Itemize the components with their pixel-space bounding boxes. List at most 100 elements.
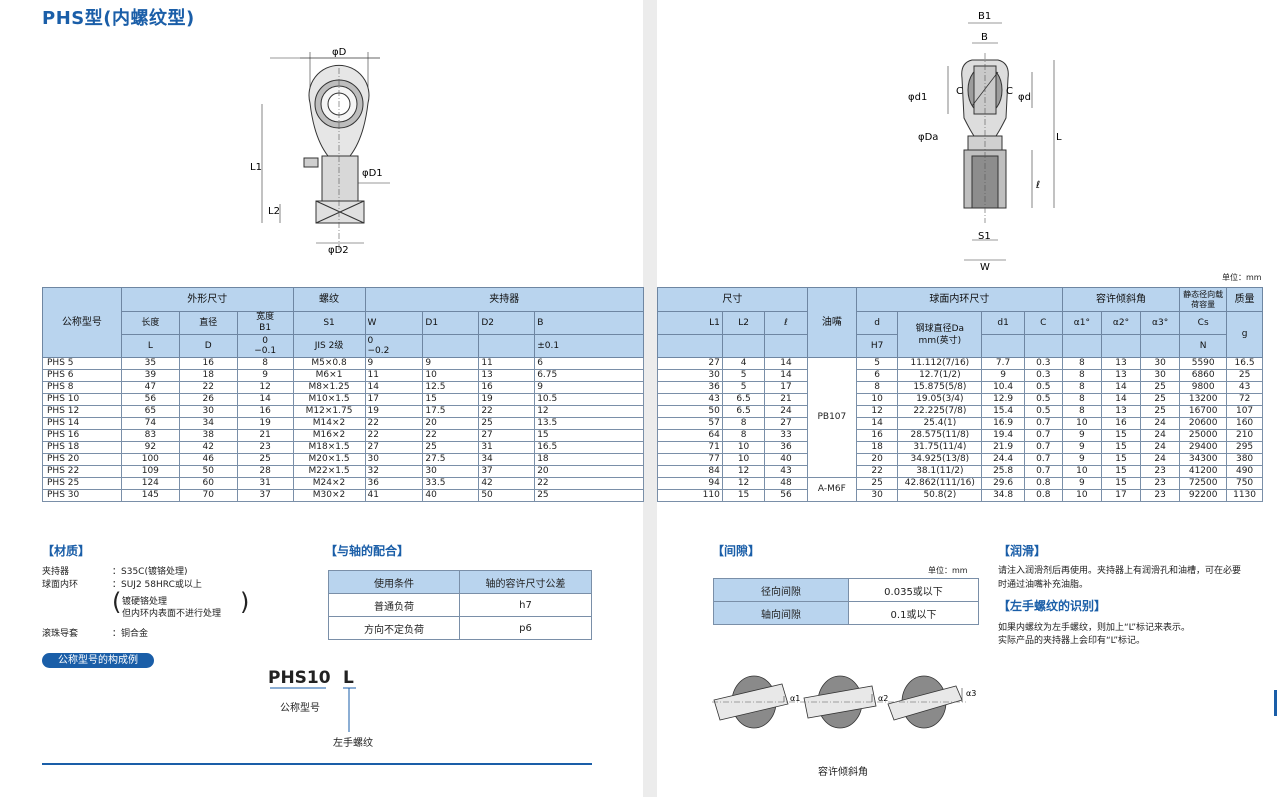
cell-d: 6 [855, 369, 899, 382]
col-width-sym: B1 [259, 323, 272, 333]
cell-c: 0.7 [1023, 465, 1063, 478]
unit-label: 单位：mm [1222, 273, 1262, 282]
cell-cs: 29400 [1179, 441, 1228, 454]
cell-w: 14 [364, 381, 424, 394]
cell-a1: 8 [1061, 405, 1102, 418]
cell-s1: M16×2 [292, 429, 366, 442]
cell-g: 16.5 [1226, 357, 1263, 370]
bottom-rule [42, 763, 592, 765]
col-outer: 外形尺寸 [120, 287, 294, 312]
cell-c: 0.7 [1023, 417, 1063, 430]
clearance-unit: 单位：mm [928, 566, 968, 575]
cell-c: 0.5 [1023, 393, 1063, 406]
cell-c: 0.3 [1023, 369, 1063, 382]
cell-g: 1130 [1226, 489, 1263, 502]
cell-g: 25 [1226, 369, 1263, 382]
col-l-blank [764, 334, 808, 358]
cell-d: 8 [855, 381, 899, 394]
col-d1: D1 [422, 311, 480, 335]
cell-c: 0.7 [1023, 441, 1063, 454]
cell-c: 0.5 [1023, 381, 1063, 394]
cell-b: 6.75 [534, 369, 644, 382]
cell-model: PHS 30 [42, 489, 122, 502]
cell-a1: 9 [1061, 429, 1102, 442]
fit-table: 使用条件 轴的容许尺寸公差 普通负荷 h7 方向不定负荷 p6 [328, 570, 592, 640]
cell-c: 0.8 [1023, 489, 1063, 502]
spec-table-right: 尺寸 油嘴 球面内环尺寸 容许倾斜角 静态径向载荷容量 质量 L1 L2 ℓ d… [657, 287, 1263, 502]
cell-l: 48 [764, 477, 808, 490]
cell-da: 12.7(1/2) [897, 369, 983, 382]
col-ring: 球面内环尺寸 [855, 287, 1063, 312]
cell-c: 0.5 [1023, 405, 1063, 418]
cell-d1: 16.9 [981, 417, 1025, 430]
cell-l2: 5 [721, 381, 766, 394]
label-phi-d1-ring: φd1 [908, 92, 927, 103]
label-phi-d: φD [332, 47, 347, 58]
cell-s1: M24×2 [292, 477, 366, 490]
cell-g: 160 [1226, 417, 1263, 430]
material-ring-value: ：SUJ2 58HRC或以上 [112, 580, 202, 590]
cell-d1: 10 [422, 369, 480, 382]
label-l2: L2 [268, 206, 280, 217]
col-n: N [1179, 334, 1228, 358]
cell-b: 16.5 [534, 441, 644, 454]
tilt-angle-figure: α1 α2 α3 [712, 675, 976, 729]
cell-da: 42.862(111/16) [897, 477, 983, 490]
col-a2-blank [1100, 334, 1142, 358]
cell-d1: 22 [422, 429, 480, 442]
cell-a2: 13 [1100, 357, 1142, 370]
cell-d1: 33.5 [422, 477, 480, 490]
cell-a3: 23 [1140, 477, 1181, 490]
cell-d: 16 [178, 357, 238, 370]
label-w: W [980, 262, 990, 270]
col-ball-unit: mm(英寸) [918, 335, 962, 346]
material-heading: 【材质】 [42, 544, 91, 558]
cell-a3: 30 [1140, 369, 1181, 382]
cell-b1: 28 [236, 465, 294, 478]
cell-b1: 19 [236, 417, 294, 430]
cell-b: 25 [534, 489, 644, 502]
col-d1-blank [422, 334, 480, 358]
cell-l: 17 [764, 381, 808, 394]
fit-row-cond: 方向不定负荷 [328, 616, 460, 640]
col-w: W [364, 311, 424, 335]
cell-d1: 10.4 [981, 381, 1025, 394]
label-b: B [981, 32, 988, 43]
cell-l: 124 [120, 477, 180, 490]
cell-l2: 8 [721, 417, 766, 430]
fit-row-cond: 普通负荷 [328, 593, 460, 617]
cell-s1: M12×1.75 [292, 405, 366, 418]
cell-model: PHS 20 [42, 453, 122, 466]
cell-da: 34.925(13/8) [897, 453, 983, 466]
col-d2: D2 [478, 311, 536, 335]
cell-s1: M5×0.8 [292, 357, 366, 370]
cell-w: 30 [364, 453, 424, 466]
cell-d: 60 [178, 477, 238, 490]
col-a3-blank [1140, 334, 1181, 358]
cell-cs: 9800 [1179, 381, 1228, 394]
cell-model: PHS 12 [42, 405, 122, 418]
cell-l1: 77 [657, 453, 723, 466]
cell-l: 39 [120, 369, 180, 382]
col-d1r: d1 [981, 311, 1025, 335]
cell-l1: 36 [657, 381, 723, 394]
cell-a1: 9 [1061, 477, 1102, 490]
col-l-sym: L [120, 334, 180, 358]
cell-da: 15.875(5/8) [897, 381, 983, 394]
col-model: 公称型号 [42, 287, 122, 358]
cell-d2: 31 [478, 441, 536, 454]
cell-a1: 9 [1061, 453, 1102, 466]
cell-d2: 34 [478, 453, 536, 466]
col-cs: Cs [1179, 311, 1228, 335]
cell-b1: 37 [236, 489, 294, 502]
cell-d: 70 [178, 489, 238, 502]
cell-d2: 27 [478, 429, 536, 442]
cell-cs: 13200 [1179, 393, 1228, 406]
